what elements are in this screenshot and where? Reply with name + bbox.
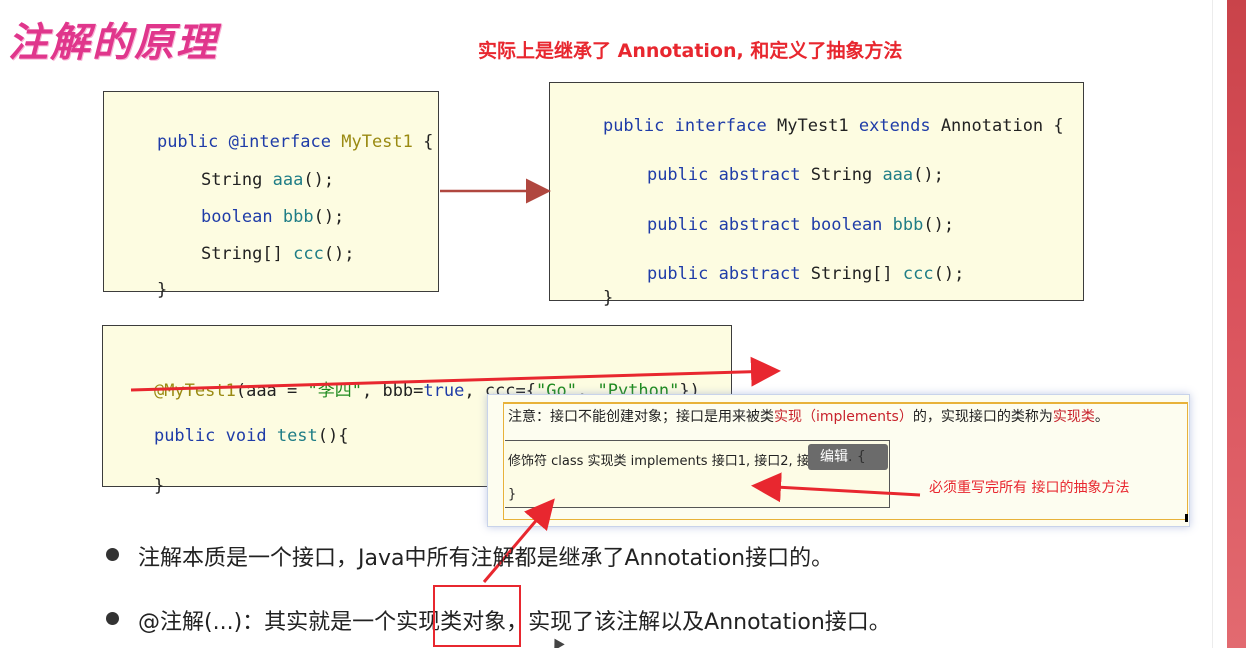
red-caption: 实际上是继承了 Annotation, 和定义了抽象方法 xyxy=(478,40,903,62)
code-line: public abstract boolean bbb(); xyxy=(646,215,955,235)
code-line: public interface MyTest1 extends Annotat… xyxy=(602,116,1064,136)
side-strip xyxy=(1227,0,1246,648)
code-line: } xyxy=(508,487,517,502)
edit-button[interactable]: 编辑. { xyxy=(808,444,888,470)
bullet-text: 注解本质是一个接口，Java中所有注解都是继承了Annotation接口的。 xyxy=(138,546,834,571)
note-text: 注意：接口不能创建对象；接口是用来被类实现（implements）的，实现接口的… xyxy=(508,409,1109,425)
code-line: public @interface MyTest1 { xyxy=(156,132,434,152)
resize-handle[interactable] xyxy=(1185,514,1188,522)
code-line: public abstract String[] ccc(); xyxy=(646,264,965,284)
code-line: String aaa(); xyxy=(200,170,335,190)
arrow-usage-to-popup xyxy=(130,356,781,392)
bullet-dot xyxy=(106,612,119,625)
divider xyxy=(1212,0,1213,648)
code-line: } xyxy=(602,288,614,308)
highlight-box xyxy=(433,585,521,647)
arrow-must-override xyxy=(751,472,921,503)
arrow-impl-class xyxy=(482,498,555,583)
note-popup-frame xyxy=(503,402,1188,520)
bullet-text: @注解(...)：其实就是一个实现类对象，实现了该注解以及Annotation接… xyxy=(138,610,891,635)
code-box-interface: public interface MyTest1 extends Annotat… xyxy=(549,82,1084,308)
must-override-note: 必须重写完所有 接口的抽象方法 xyxy=(929,480,1130,496)
code-line: } xyxy=(153,476,165,496)
code-line: boolean bbb(); xyxy=(200,207,345,227)
code-line: 修饰符 class 实现类 implements 接口1, 接口2, 接口3..… xyxy=(508,454,856,469)
code-line: public void test(){ xyxy=(153,426,349,446)
code-line: public abstract String aaa(); xyxy=(646,165,944,185)
slide-title: 注解的原理 xyxy=(8,20,218,66)
bullet-dot xyxy=(106,548,119,561)
code-line: } xyxy=(156,280,168,300)
code-box-annotation: public @interface MyTest1 { String aaa()… xyxy=(103,91,439,300)
code-line: String[] ccc(); xyxy=(200,244,355,264)
